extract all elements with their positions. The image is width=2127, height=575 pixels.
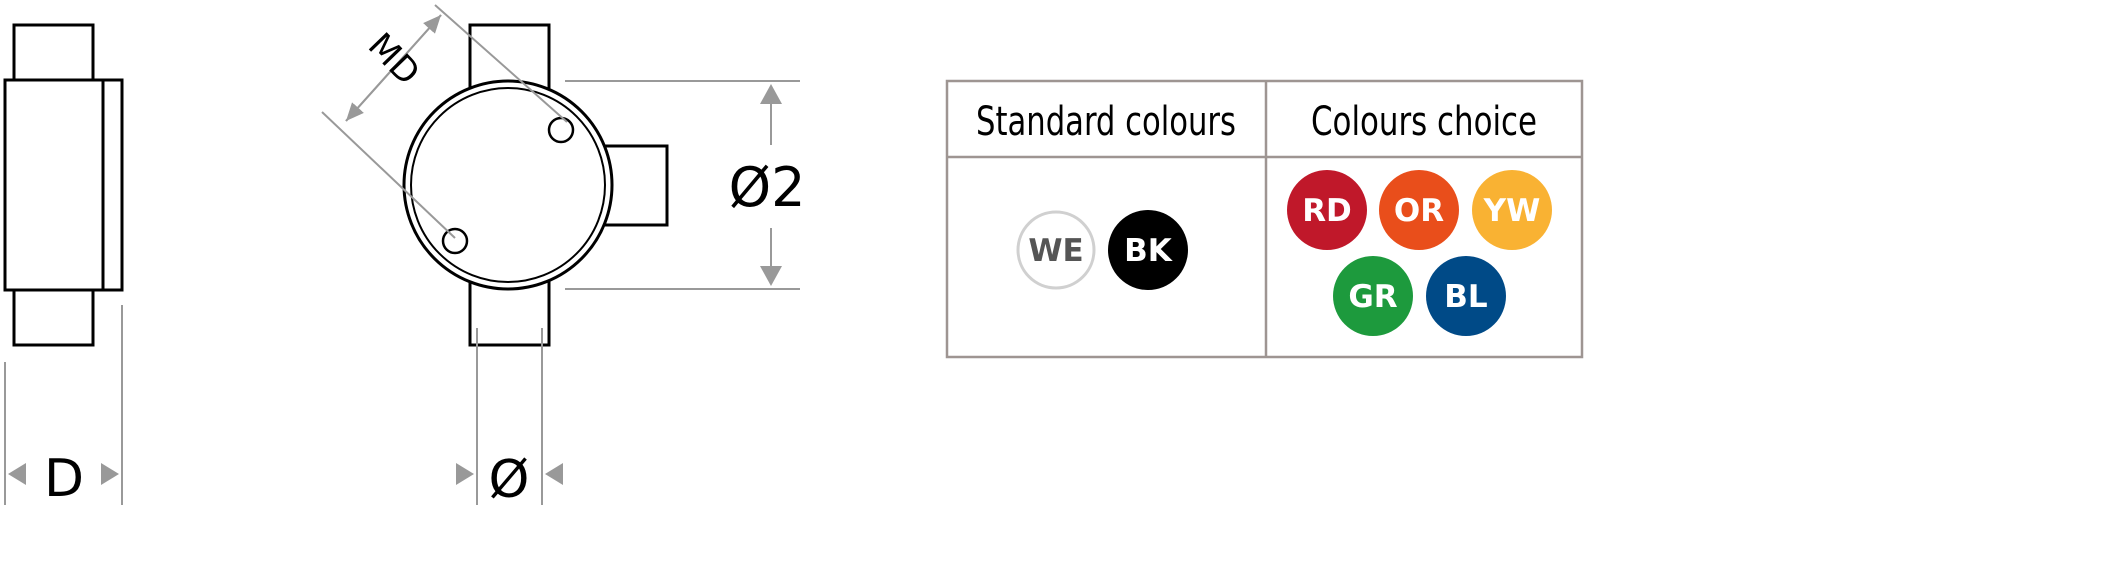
mount-hole-bottom (441, 227, 469, 255)
bore-arrow-left (456, 463, 474, 485)
side-view-depth-label: D (44, 449, 84, 509)
colour-swatch-we: WE (1016, 210, 1096, 290)
colour-swatch-circle (1287, 170, 1367, 250)
mount-hole-top (547, 116, 575, 144)
colour-swatch-bl: BL (1426, 256, 1506, 336)
top-view-outer-circle (402, 79, 614, 291)
side-view-top-stub (12, 23, 95, 82)
colour-swatch-bk: BK (1108, 210, 1188, 290)
colour-swatches: WE BK RD OR YW GR BL (1016, 170, 1552, 336)
colour-swatch-circle (1379, 170, 1459, 250)
colour-swatch-code: WE (1028, 233, 1083, 269)
bore-diameter-label: Ø (489, 450, 530, 510)
side-view-bottom-stub (12, 288, 95, 347)
colour-swatch-yw: YW (1472, 170, 1552, 250)
colour-swatch-circle (1426, 256, 1506, 336)
top-view-top-stub (468, 23, 551, 92)
top-view: MD Ø2 Ø (321, 4, 806, 510)
colour-swatch-circle (1472, 170, 1552, 250)
o2-arrow-bottom (760, 266, 782, 286)
colour-swatch-or: OR (1379, 170, 1459, 250)
colour-table: Standard colours Colours choice WE BK RD OR… (945, 79, 1584, 359)
top-view-inner-circle (410, 87, 606, 283)
colour-swatch-code: RD (1302, 193, 1352, 229)
side-view: D (3, 23, 124, 509)
bore-arrow-right (545, 463, 563, 485)
d-arrow-left (8, 463, 26, 485)
mount-distance-label: MD (360, 25, 427, 93)
colour-swatch-circle (1333, 256, 1413, 336)
colour-swatch-gr: GR (1333, 256, 1413, 336)
d-arrow-right (101, 463, 119, 485)
standard-colours-header: Standard colours (976, 99, 1236, 145)
colour-swatch-code: BK (1124, 233, 1173, 269)
colours-choice-header: Colours choice (1311, 99, 1537, 145)
side-view-body (3, 78, 105, 292)
colour-swatch-circle (1108, 210, 1188, 290)
side-view-lid (101, 78, 124, 292)
colour-swatch-code: YW (1483, 193, 1541, 229)
o2-arrow-top (760, 84, 782, 104)
colour-swatch-code: GR (1348, 279, 1397, 315)
colour-swatch-code: OR (1394, 193, 1444, 229)
colour-swatch-circle (1016, 210, 1096, 290)
colour-swatch-rd: RD (1287, 170, 1367, 250)
colour-swatch-code: BL (1444, 279, 1487, 315)
outer-diameter-label: Ø2 (729, 156, 806, 219)
